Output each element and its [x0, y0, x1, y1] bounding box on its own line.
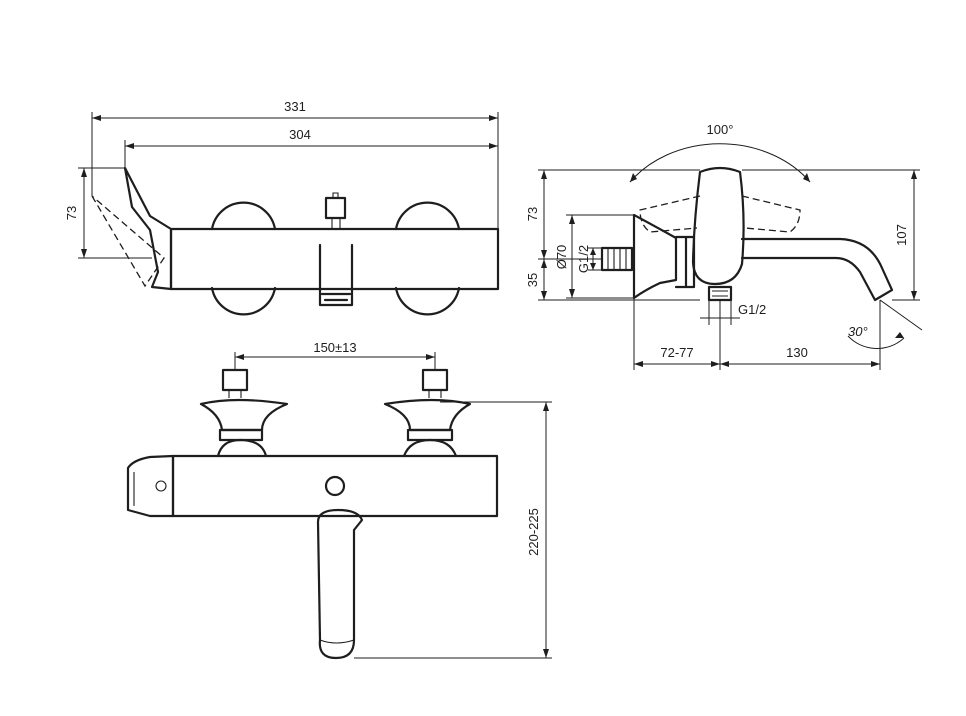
- right-inlet: [383, 368, 472, 458]
- lever-alt-position: [91, 195, 165, 288]
- dim-spout-reach: 130: [786, 345, 808, 360]
- side-spout: [740, 237, 894, 302]
- front-spout: [316, 508, 364, 660]
- outlet-nut: [707, 285, 733, 302]
- dim-inlet-thread: G1/2: [576, 245, 591, 273]
- front-view: 150±13 220-225: [126, 340, 552, 660]
- dim-lever-rotation: 100°: [707, 122, 734, 137]
- dim-inlet-centres: 150±13: [313, 340, 356, 355]
- dim-height-below-axis: 35: [525, 273, 540, 287]
- front-lever: [126, 454, 175, 518]
- left-rosette: [210, 201, 277, 316]
- side-view: 100° 73 35 Ø70 G1/2 107 G1/2: [525, 122, 923, 370]
- front-body: [171, 454, 499, 518]
- top-view: 331 304 73: [64, 99, 500, 316]
- dim-installation-height: 220-225: [526, 508, 541, 556]
- diverter-hole: [324, 475, 346, 497]
- side-rosette: [632, 213, 678, 300]
- left-inlet: [199, 368, 289, 458]
- side-lever: [691, 166, 745, 286]
- diverter-knob: [324, 196, 347, 220]
- dim-height-above-axis: 73: [525, 207, 540, 221]
- dim-spout-angle: 30°: [848, 324, 868, 339]
- dim-wall-projection: 72-77: [660, 345, 693, 360]
- lever-handle: [123, 166, 173, 291]
- dim-overall-length: 331: [284, 99, 306, 114]
- dim-total-height: 107: [894, 224, 909, 246]
- spout-outlet: [318, 243, 354, 307]
- side-body: [674, 235, 696, 289]
- dim-lever-height: 73: [64, 206, 79, 220]
- right-rosette: [394, 201, 461, 316]
- inlet-connector: [600, 246, 634, 272]
- dim-rosette-diameter: Ø70: [554, 245, 569, 270]
- dim-outlet-thread: G1/2: [738, 302, 766, 317]
- dim-body-length: 304: [289, 127, 311, 142]
- mixer-body: [169, 227, 500, 291]
